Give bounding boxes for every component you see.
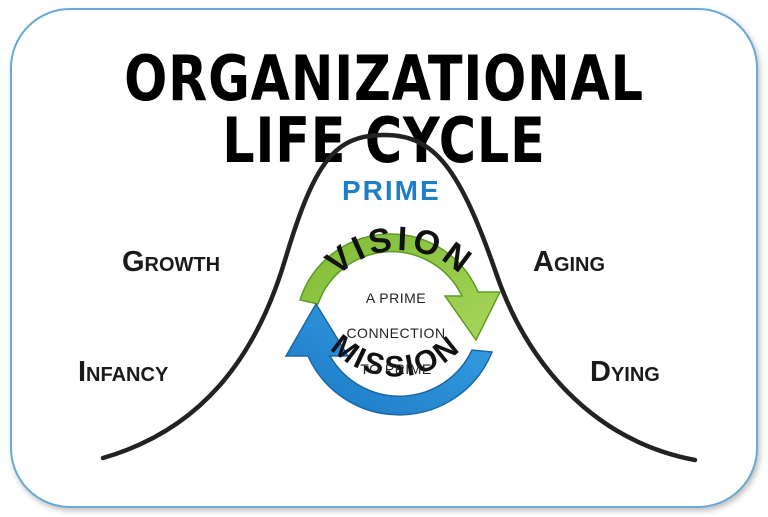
vision-arrow (299, 233, 502, 342)
vision-label: VISION (319, 220, 481, 283)
mission-arrow (284, 302, 494, 416)
stage-aging: Aging (533, 246, 606, 278)
stage-prime: PRIME (342, 175, 441, 206)
life-cycle-curve (100, 132, 698, 463)
center-line-1: A PRIME (365, 290, 427, 306)
center-line-2: CONNECTION (346, 325, 446, 341)
center-line-3: TO PRIME (360, 361, 432, 377)
stage-growth: Growth (122, 246, 221, 278)
stage-dying: Dying (590, 356, 660, 388)
stage-infancy: Infancy (78, 356, 169, 388)
diagram-title: ORGANIZATIONAL LIFE CYCLE (124, 42, 644, 177)
rounded-frame (10, 8, 758, 508)
